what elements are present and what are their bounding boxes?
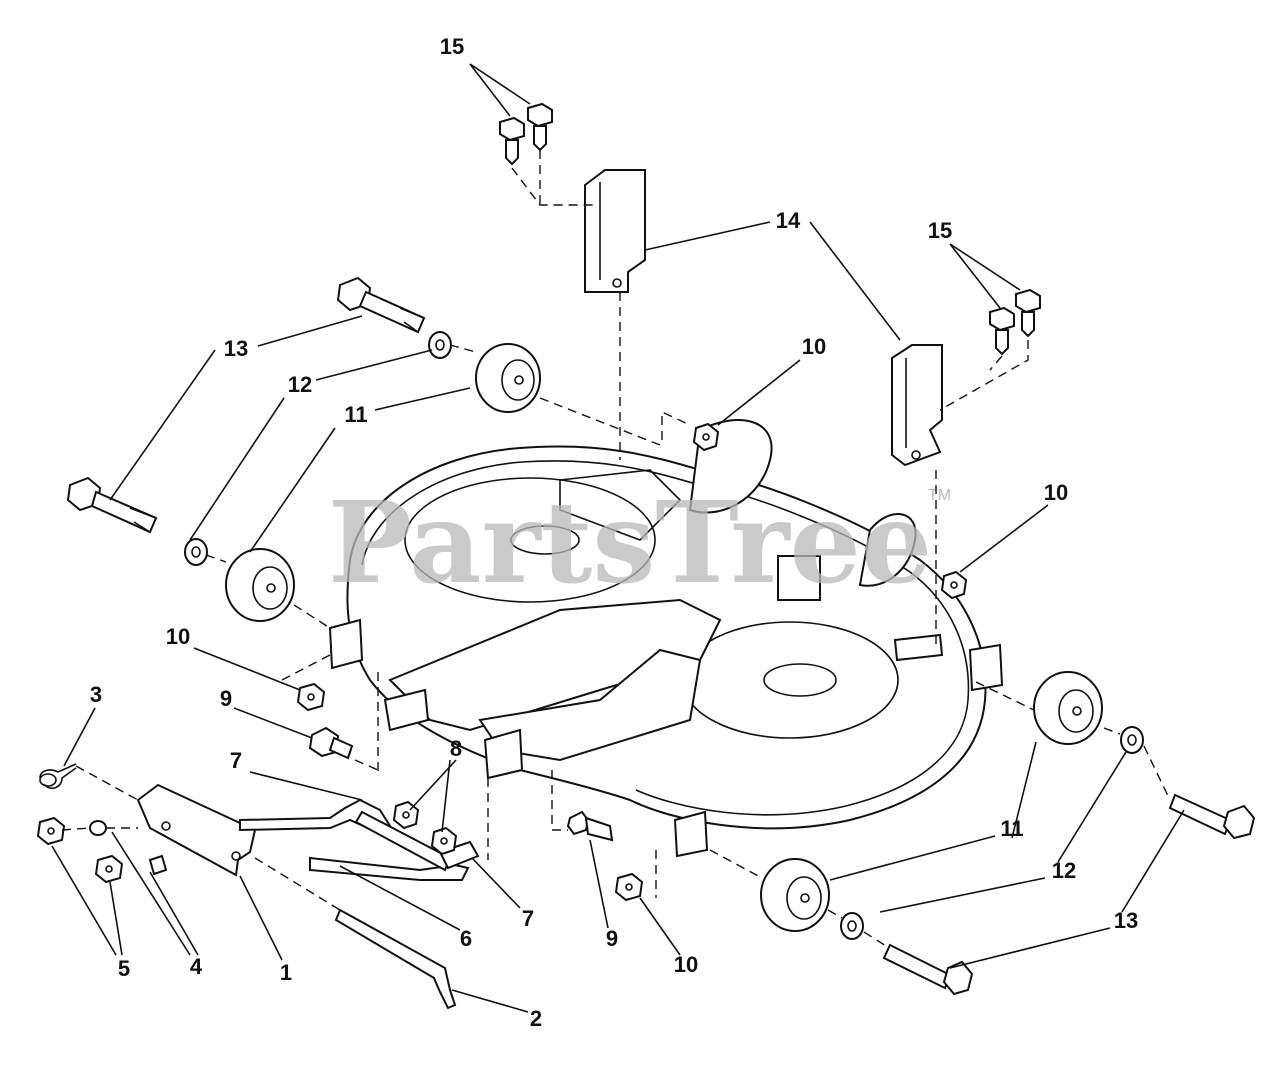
shoulder-bolt-9-right [566, 810, 614, 842]
spacer-4-a [89, 820, 107, 836]
callout-12c: 12 [278, 372, 302, 397]
axle-bolt-13-top [336, 276, 426, 334]
hanger-bracket-left [584, 169, 646, 293]
callout-7b: 7 [522, 906, 534, 931]
hex-bolt-15-a [499, 116, 525, 166]
axle-bolt-13-bottom [882, 943, 974, 996]
mower-deck-housing [328, 419, 1004, 858]
flange-nut-10-a [692, 422, 720, 452]
callout-9b: 9 [606, 926, 618, 951]
link-rod-6 [309, 856, 470, 881]
hex-nut-5-a [36, 816, 66, 846]
callout-13a: 13 [224, 336, 248, 361]
callout-12a: 12 [288, 372, 312, 397]
rod-2 [334, 908, 457, 1010]
lift-bracket-1 [136, 783, 257, 877]
callout-10a: 10 [802, 334, 826, 359]
callout-leaders [51, 63, 1185, 1013]
callout-10c: 10 [166, 624, 190, 649]
washer-12-bottom [840, 912, 864, 940]
callout-11b: 11 [1000, 816, 1023, 841]
callout-13b: 13 [1114, 908, 1138, 933]
link-rod-7-upper [239, 798, 452, 872]
callout-12b: 12 [1052, 858, 1076, 883]
callout-10d: 10 [674, 952, 698, 977]
deck-wheel-11-bottom [760, 858, 830, 932]
callout-2: 2 [530, 1006, 542, 1031]
hex-bolt-15-c [989, 306, 1015, 356]
callout-9a: 9 [220, 686, 232, 711]
flange-nut-8-b [430, 826, 458, 856]
callout-1: 1 [280, 960, 292, 985]
flange-nut-10-c [296, 682, 326, 712]
callout-14: 14 [776, 208, 801, 233]
hairpin-clip-3 [39, 763, 77, 790]
callout-5: 5 [118, 956, 130, 981]
callout-7a: 7 [230, 748, 242, 773]
hanger-bracket-right [891, 344, 943, 467]
callout-6: 6 [460, 926, 472, 951]
callout-10b: 10 [1044, 480, 1068, 505]
hex-nut-5-b [94, 854, 124, 884]
hex-bolt-15-d [1015, 288, 1041, 338]
hex-bolt-15-b [527, 102, 553, 152]
callout-15b: 15 [928, 218, 952, 243]
flange-nut-10-d [614, 872, 644, 902]
watermark-text: PartsTree [328, 478, 932, 609]
callout-15a: 15 [440, 34, 464, 59]
callout-3: 3 [90, 682, 102, 707]
watermark-trademark: TM [928, 487, 951, 504]
link-arm-7-lower [438, 840, 480, 870]
shoulder-bolt-9-left [308, 726, 354, 760]
callout-11a: 11 [344, 402, 367, 427]
axle-bolt-13-left [66, 476, 158, 534]
washer-12-right [1120, 726, 1144, 754]
callout-4: 4 [190, 954, 203, 979]
callout-8: 8 [450, 736, 462, 761]
flange-nut-10-b [940, 570, 968, 600]
callout-13c: 13 [224, 336, 248, 361]
callout-11c: 11 [1000, 816, 1023, 841]
deck-wheel-11-right [1033, 671, 1103, 745]
washer-12-top [428, 331, 452, 359]
axle-bolt-13-right [1168, 793, 1256, 840]
washer-12-left [184, 538, 208, 566]
spacer-4-b [148, 854, 168, 876]
deck-wheel-11-top [475, 343, 541, 413]
deck-wheel-11-left [225, 548, 295, 622]
callout-labels: 15 15 14 13 12 11 10 10 10 9 3 8 7 7 6 9… [90, 34, 1138, 1031]
assembly-lines [61, 150, 1171, 947]
